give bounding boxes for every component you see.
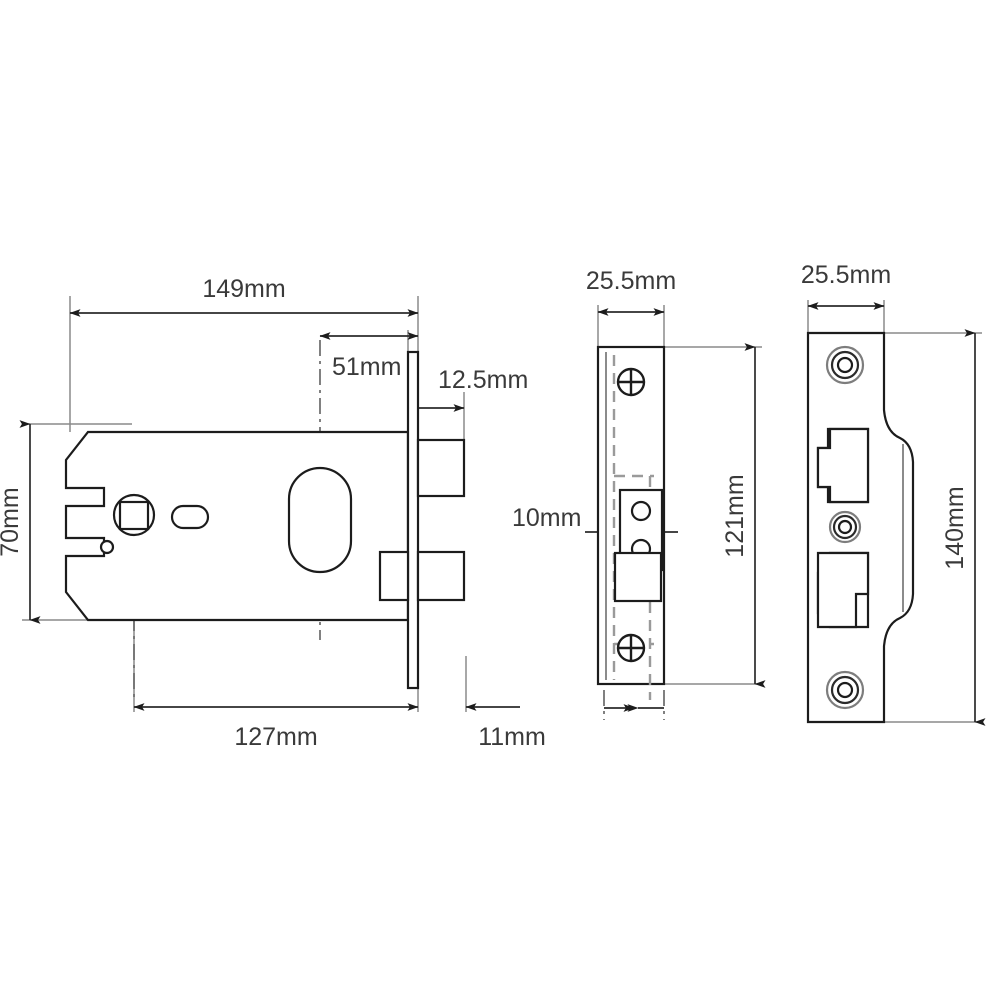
- top-fixing-screw: [616, 367, 646, 397]
- dimension-10mm: 10mm: [512, 504, 678, 536]
- dimension-11mm: 11mm: [465, 656, 546, 751]
- latch-bolt-projection: [416, 438, 466, 498]
- dimension-label-121mm: 121mm: [721, 474, 749, 557]
- latch-plate-hole-upper: [630, 500, 652, 522]
- dimension-label-12-5mm: 12.5mm: [438, 366, 528, 394]
- dimension-label-127mm: 127mm: [234, 723, 317, 751]
- dimension-51mm: 51mm: [319, 332, 419, 381]
- dead-bolt-inner-stub: [378, 550, 410, 602]
- striking-plate-view: 25.5mm 140mm: [801, 261, 986, 726]
- dimension-12-5mm: 12.5mm: [418, 366, 528, 412]
- strike-screw-hole-bottom: [825, 670, 865, 710]
- dimension-121mm: 121mm: [664, 343, 766, 688]
- dimension-label-10mm: 10mm: [512, 504, 581, 532]
- dimension-label-140mm: 140mm: [941, 486, 969, 569]
- fixing-hole-small: [99, 539, 115, 555]
- dimension-25-5mm-strike: 25.5mm: [801, 261, 891, 340]
- dimension-label-25-5mm-edge: 25.5mm: [586, 267, 676, 295]
- dimension-label-11mm: 11mm: [478, 723, 546, 751]
- dimension-label-25-5mm-strike: 25.5mm: [801, 261, 891, 289]
- strike-aperture-lower-shape: [816, 551, 870, 629]
- strike-aperture-upper-shape: [816, 427, 870, 504]
- dead-bolt-projection: [416, 550, 466, 602]
- dimension-70mm: 70mm: [0, 420, 132, 624]
- front-elevation-view: 149mm 51mm 12.5mm 70mm: [0, 275, 546, 751]
- oval-slot: [170, 504, 210, 530]
- dimension-label-70mm: 70mm: [0, 487, 24, 556]
- strike-screw-hole-middle: [828, 510, 862, 544]
- dimension-140mm: 140mm: [884, 329, 986, 726]
- dimension-25-5mm-edge: 25.5mm: [586, 267, 676, 348]
- faceplate-forend: [406, 350, 420, 690]
- bottom-fixing-screw: [616, 633, 646, 663]
- dead-bolt-aperture: [613, 551, 663, 603]
- strike-screw-hole-top: [825, 345, 865, 385]
- dimension-149mm: 149mm: [69, 275, 419, 317]
- cylinder-oval-cutout: [287, 466, 353, 574]
- forend-edge-view: 25.5mm 121mm 10mm: [512, 267, 766, 720]
- dimension-label-149mm: 149mm: [202, 275, 285, 303]
- dimension-label-51mm: 51mm: [332, 353, 401, 381]
- follower-square-spindle-hole: [118, 500, 150, 531]
